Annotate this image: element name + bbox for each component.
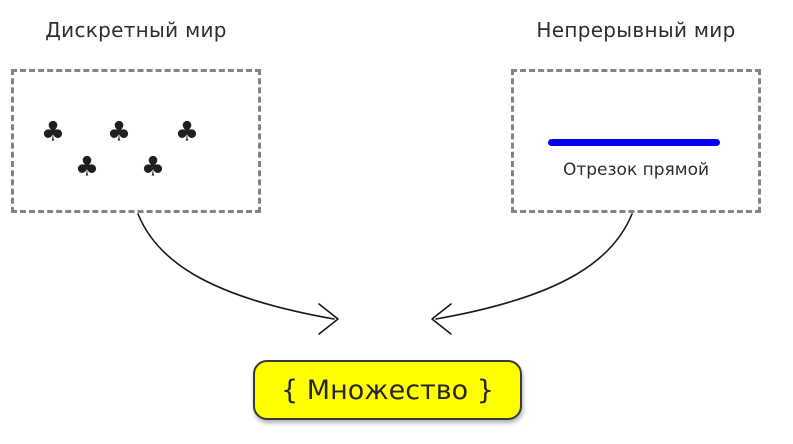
right-arrowhead-icon	[431, 303, 452, 335]
set-label: { Множество }	[281, 374, 494, 406]
club-icon: ♣	[174, 116, 200, 148]
line-segment	[548, 139, 720, 146]
right-curved-arrow	[435, 213, 633, 320]
segment-label: Отрезок прямой	[562, 160, 710, 180]
club-icon: ♣	[106, 116, 132, 148]
discrete-world-title: Дискретный мир	[45, 18, 227, 42]
club-icon: ♣	[140, 151, 166, 183]
left-curved-arrow	[137, 213, 335, 320]
club-icon: ♣	[40, 116, 66, 148]
continuous-world-title: Непрерывный мир	[536, 18, 736, 42]
club-icon: ♣	[74, 151, 100, 183]
set-box: { Множество }	[253, 360, 522, 420]
discrete-world-box: ♣ ♣ ♣ ♣ ♣	[11, 69, 261, 213]
left-arrowhead-icon	[318, 303, 339, 335]
continuous-world-box: Отрезок прямой	[511, 69, 761, 213]
